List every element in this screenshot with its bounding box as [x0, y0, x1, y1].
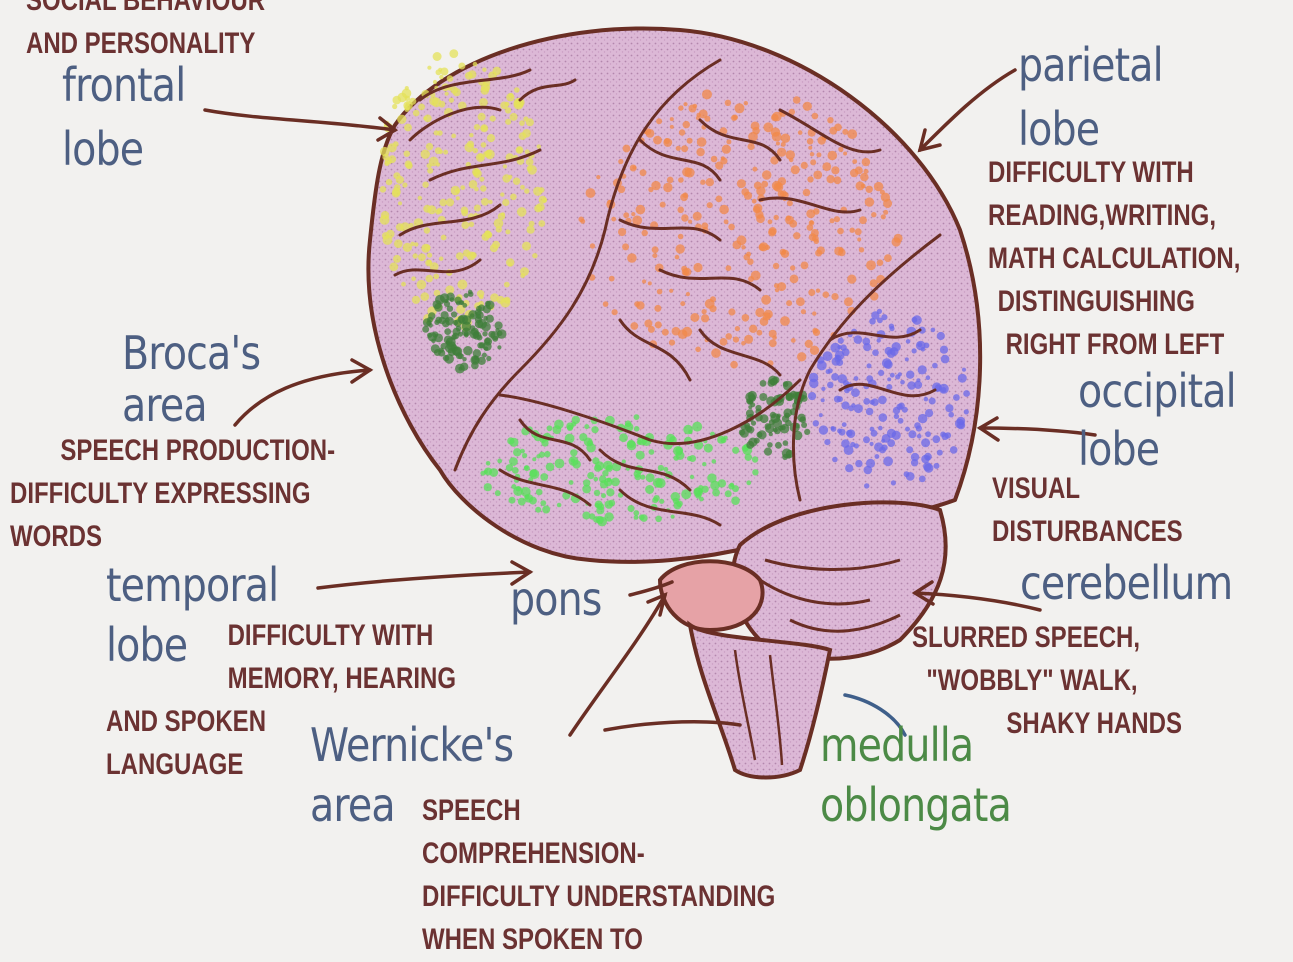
parietal-lobe-note: DIFFICULTY WITH READING,WRITING, MATH CA… [988, 152, 1240, 366]
pons-shape [660, 561, 763, 630]
cerebellum-label: cerebellum [1020, 560, 1232, 606]
frontal-lobe-note: SOCIAL BEHAVIOUR AND PERSONALITY [26, 0, 265, 66]
brocas-area-note: SPEECH PRODUCTION- DIFFICULTY EXPRESSING… [10, 430, 335, 559]
medulla-shape [690, 625, 830, 778]
parietal-lobe-label: parietal lobe [1018, 42, 1163, 152]
medulla-oblongata-label: medulla oblongata [820, 722, 1011, 828]
wernickes-area-note: SPEECH COMPREHENSION- DIFFICULTY UNDERST… [422, 790, 775, 962]
occipital-lobe-label: occipital lobe [1078, 368, 1236, 472]
brocas-area-label: Broca's area [122, 330, 260, 428]
occipital-lobe-note: VISUAL DISTURBANCES [992, 468, 1183, 554]
frontal-lobe-label: frontal lobe [62, 62, 185, 172]
pons-label: pons [510, 576, 602, 622]
